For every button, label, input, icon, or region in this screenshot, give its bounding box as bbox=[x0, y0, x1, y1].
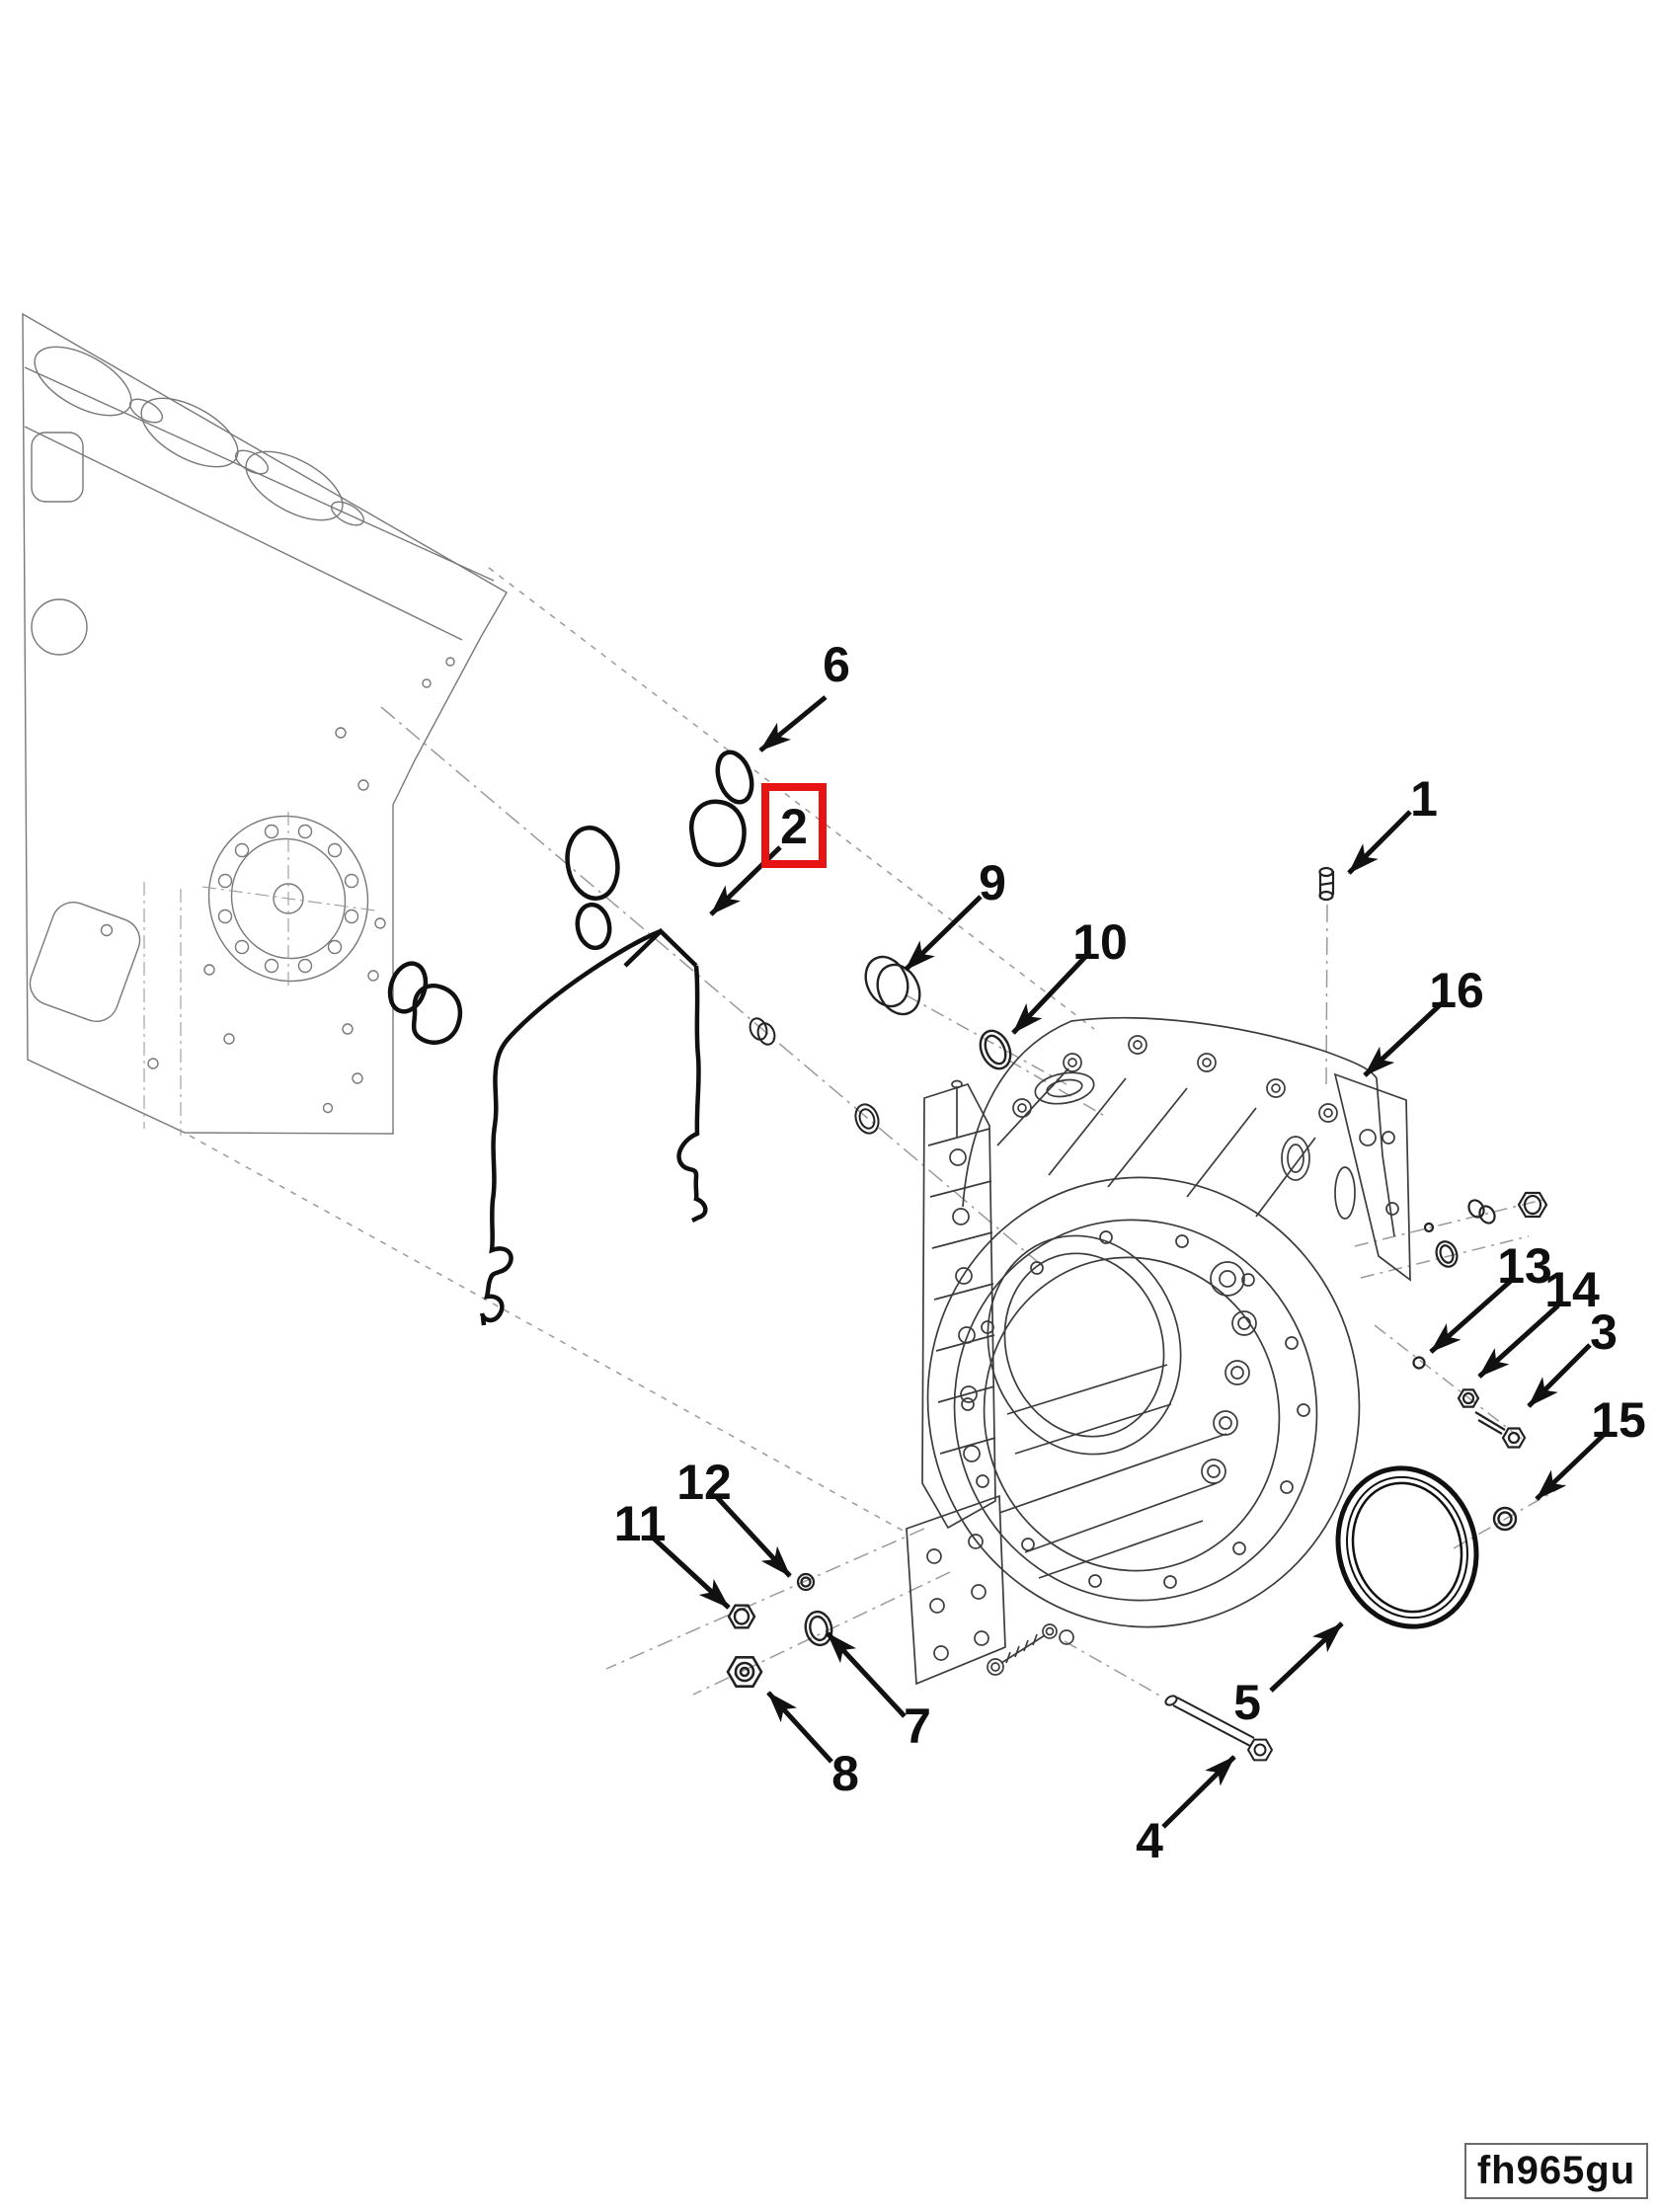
callout-labels: 1 2 3 4 5 6 7 8 9 10 11 12 13 14 15 16 bbox=[614, 637, 1646, 1868]
callout-label-12[interactable]: 12 bbox=[676, 1455, 732, 1510]
part-9-cup-plug bbox=[864, 955, 921, 1016]
part-5-seal bbox=[1335, 1465, 1479, 1629]
arrow-1 bbox=[1347, 810, 1412, 875]
highlight-box bbox=[761, 783, 827, 868]
flange-bolt-holes bbox=[217, 824, 359, 974]
arrow-4 bbox=[1161, 1755, 1236, 1829]
callout-label-3[interactable]: 3 bbox=[1590, 1304, 1618, 1360]
part-12-oring bbox=[796, 1572, 816, 1592]
callout-label-8[interactable]: 8 bbox=[831, 1746, 859, 1801]
callout-label-7[interactable]: 7 bbox=[904, 1698, 931, 1754]
part-10-oring bbox=[979, 1029, 1012, 1070]
callout-label-14[interactable]: 14 bbox=[1544, 1262, 1600, 1317]
callout-arrows bbox=[650, 695, 1607, 1829]
block-face-holes bbox=[100, 657, 455, 1114]
drawing-code-badge: fh965gu bbox=[1464, 2143, 1648, 2199]
part-1-dowel bbox=[1318, 866, 1335, 902]
arrow-3 bbox=[1527, 1343, 1592, 1408]
callout-label-2[interactable]: 2 bbox=[780, 799, 808, 854]
housing-bolt-holes bbox=[961, 1230, 1310, 1589]
part-13-ball bbox=[1412, 1356, 1426, 1370]
arrow-14 bbox=[1477, 1304, 1560, 1379]
leader-bolt3-row bbox=[1374, 1324, 1524, 1441]
part-3-bolt bbox=[1474, 1411, 1527, 1449]
arrow-16 bbox=[1363, 1001, 1444, 1077]
callout-label-1[interactable]: 1 bbox=[1410, 771, 1438, 827]
engine-block-drawing bbox=[22, 312, 508, 1136]
part-small-oring-on-centerline bbox=[854, 1103, 880, 1135]
leader-item1 bbox=[1325, 904, 1328, 1085]
part-small-plug-on-centerline bbox=[749, 1017, 776, 1046]
leader-plug-row-a bbox=[1354, 1199, 1543, 1247]
part-15-oring bbox=[1492, 1506, 1518, 1532]
part-8-plug bbox=[726, 1656, 763, 1688]
arrow-13 bbox=[1429, 1279, 1513, 1354]
part-7-oring bbox=[804, 1610, 833, 1647]
callout-label-15[interactable]: 15 bbox=[1591, 1392, 1646, 1448]
leader-centerline-mid bbox=[380, 706, 1046, 1269]
arrow-6 bbox=[758, 695, 828, 752]
callout-label-13[interactable]: 13 bbox=[1497, 1238, 1552, 1294]
leader-item11-12 bbox=[605, 1528, 925, 1670]
gasket-figure8-drawing bbox=[565, 826, 620, 951]
part-14-nut bbox=[1457, 1388, 1480, 1408]
leader-item10 bbox=[1008, 1060, 1109, 1119]
gasket-left-figure8-drawing bbox=[387, 961, 463, 1045]
callout-label-16[interactable]: 16 bbox=[1429, 963, 1484, 1018]
arrow-12 bbox=[713, 1493, 792, 1578]
callout-label-9[interactable]: 9 bbox=[979, 855, 1006, 910]
arrow-2 bbox=[709, 845, 782, 916]
gasket-6-drawing bbox=[689, 750, 754, 867]
callout-label-10[interactable]: 10 bbox=[1072, 914, 1128, 970]
block-centerlines bbox=[143, 812, 376, 1136]
leader-lines bbox=[189, 567, 1569, 1698]
callout-label-6[interactable]: 6 bbox=[823, 637, 850, 692]
callout-label-5[interactable]: 5 bbox=[1233, 1675, 1261, 1730]
housing-boss-column bbox=[1201, 1261, 1257, 1484]
arrow-10 bbox=[1011, 954, 1088, 1035]
leader-item4 bbox=[1064, 1640, 1164, 1698]
arrow-8 bbox=[766, 1691, 833, 1764]
callout-label-11[interactable]: 11 bbox=[614, 1496, 667, 1551]
callout-label-4[interactable]: 4 bbox=[1136, 1813, 1163, 1868]
leader-block-bottom bbox=[189, 1135, 908, 1534]
part-13-row-pieces bbox=[1423, 1191, 1548, 1268]
arrow-9 bbox=[904, 895, 983, 972]
arrow-7 bbox=[826, 1631, 907, 1718]
leader-block-top bbox=[488, 567, 1095, 1030]
gasket-2-drawing bbox=[479, 927, 708, 1326]
part-11-plug bbox=[727, 1604, 756, 1629]
arrow-15 bbox=[1535, 1432, 1607, 1501]
arrow-5 bbox=[1269, 1621, 1344, 1693]
part-4-bolt bbox=[1164, 1695, 1274, 1762]
leader-plug-row-b bbox=[1360, 1235, 1530, 1279]
arrow-11 bbox=[650, 1535, 731, 1610]
housing-top-bosses bbox=[1012, 1035, 1377, 1146]
flywheel-housing-drawing bbox=[906, 1016, 1411, 1686]
